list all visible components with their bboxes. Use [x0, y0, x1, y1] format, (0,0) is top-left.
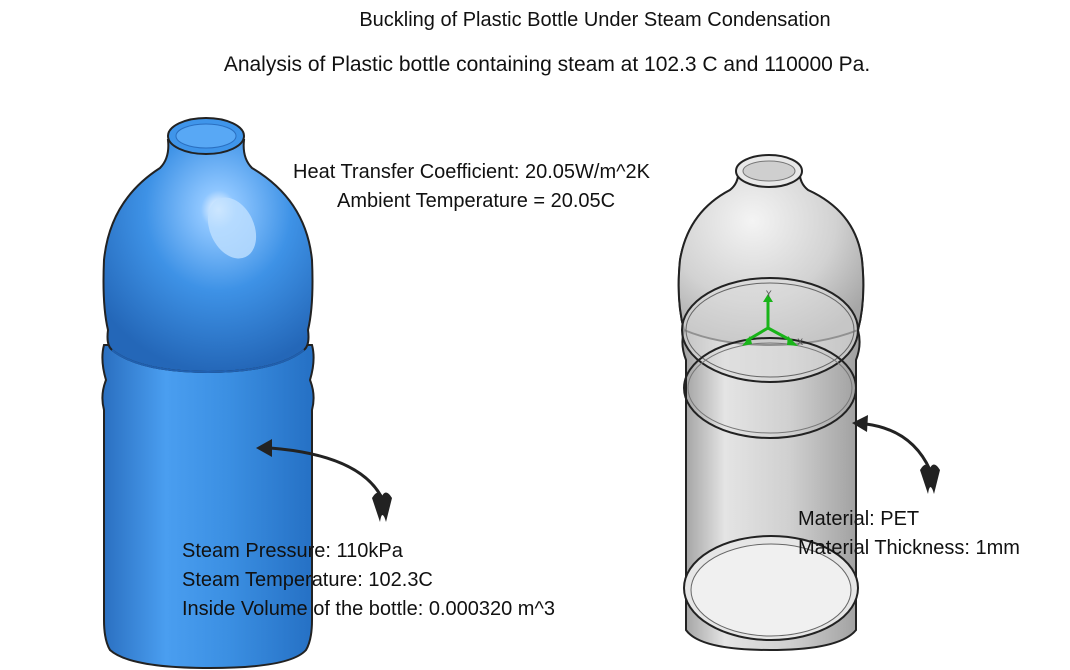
blue-bottle-highlight [207, 197, 257, 259]
triad-x-arrowhead [787, 336, 798, 346]
triad-x-label: X [797, 338, 803, 348]
grey-bottle [677, 154, 865, 652]
page-subtitle: Analysis of Plastic bottle containing st… [223, 53, 871, 76]
inside-volume-label: Inside Volume of the bottle: 0.000320 m^… [182, 598, 555, 620]
steam-pressure-label: Steam Pressure: 110kPa [182, 540, 403, 562]
coordinate-triad: Y X [742, 290, 803, 348]
material-block: Material: PET Material Thickness: 1mm [798, 505, 1020, 563]
steam-temperature-label: Steam Temperature: 102.3C [182, 569, 433, 591]
blue-bottle [101, 117, 315, 670]
blue-bottle-lower-body [101, 344, 315, 670]
triad-y-arrowhead [763, 294, 773, 302]
heat-transfer-label: Heat Transfer Coefficient: 20.05W/m^2K [293, 161, 650, 183]
ambient-temperature-label: Ambient Temperature = 20.05C [337, 190, 616, 212]
grey-bottle-neck-inner [742, 160, 796, 182]
material-label: Material: PET [798, 508, 920, 530]
page-title: Buckling of Plastic Bottle Under Steam C… [359, 9, 831, 31]
triad-z-arrowhead [742, 336, 752, 346]
arrow-head [256, 439, 272, 457]
arrow-to-blue-bottle [256, 439, 392, 522]
arrow-to-grey-bottle [852, 415, 940, 494]
arrow-head [852, 415, 868, 432]
blue-bottle-neck-inner [175, 123, 237, 149]
grey-bottle-upper-ring-inner [685, 282, 855, 378]
arrow-tail-feather [920, 464, 940, 494]
triad-y-label: Y [765, 290, 772, 300]
grey-bottle-mid-ring-inner [687, 342, 853, 434]
arrow-tail-feather [372, 492, 392, 522]
blue-bottle-shoulder [102, 139, 314, 374]
grey-bottle-mid-ring [683, 337, 857, 439]
arrow-shaft [865, 422, 932, 471]
arrow-shaft [269, 446, 384, 499]
material-thickness-label: Material Thickness: 1mm [798, 537, 1020, 559]
blue-bottle-band [111, 349, 305, 374]
grey-bottle-base-inner [690, 543, 852, 637]
steam-conditions-block: Steam Pressure: 110kPa Steam Temperature… [182, 537, 555, 624]
